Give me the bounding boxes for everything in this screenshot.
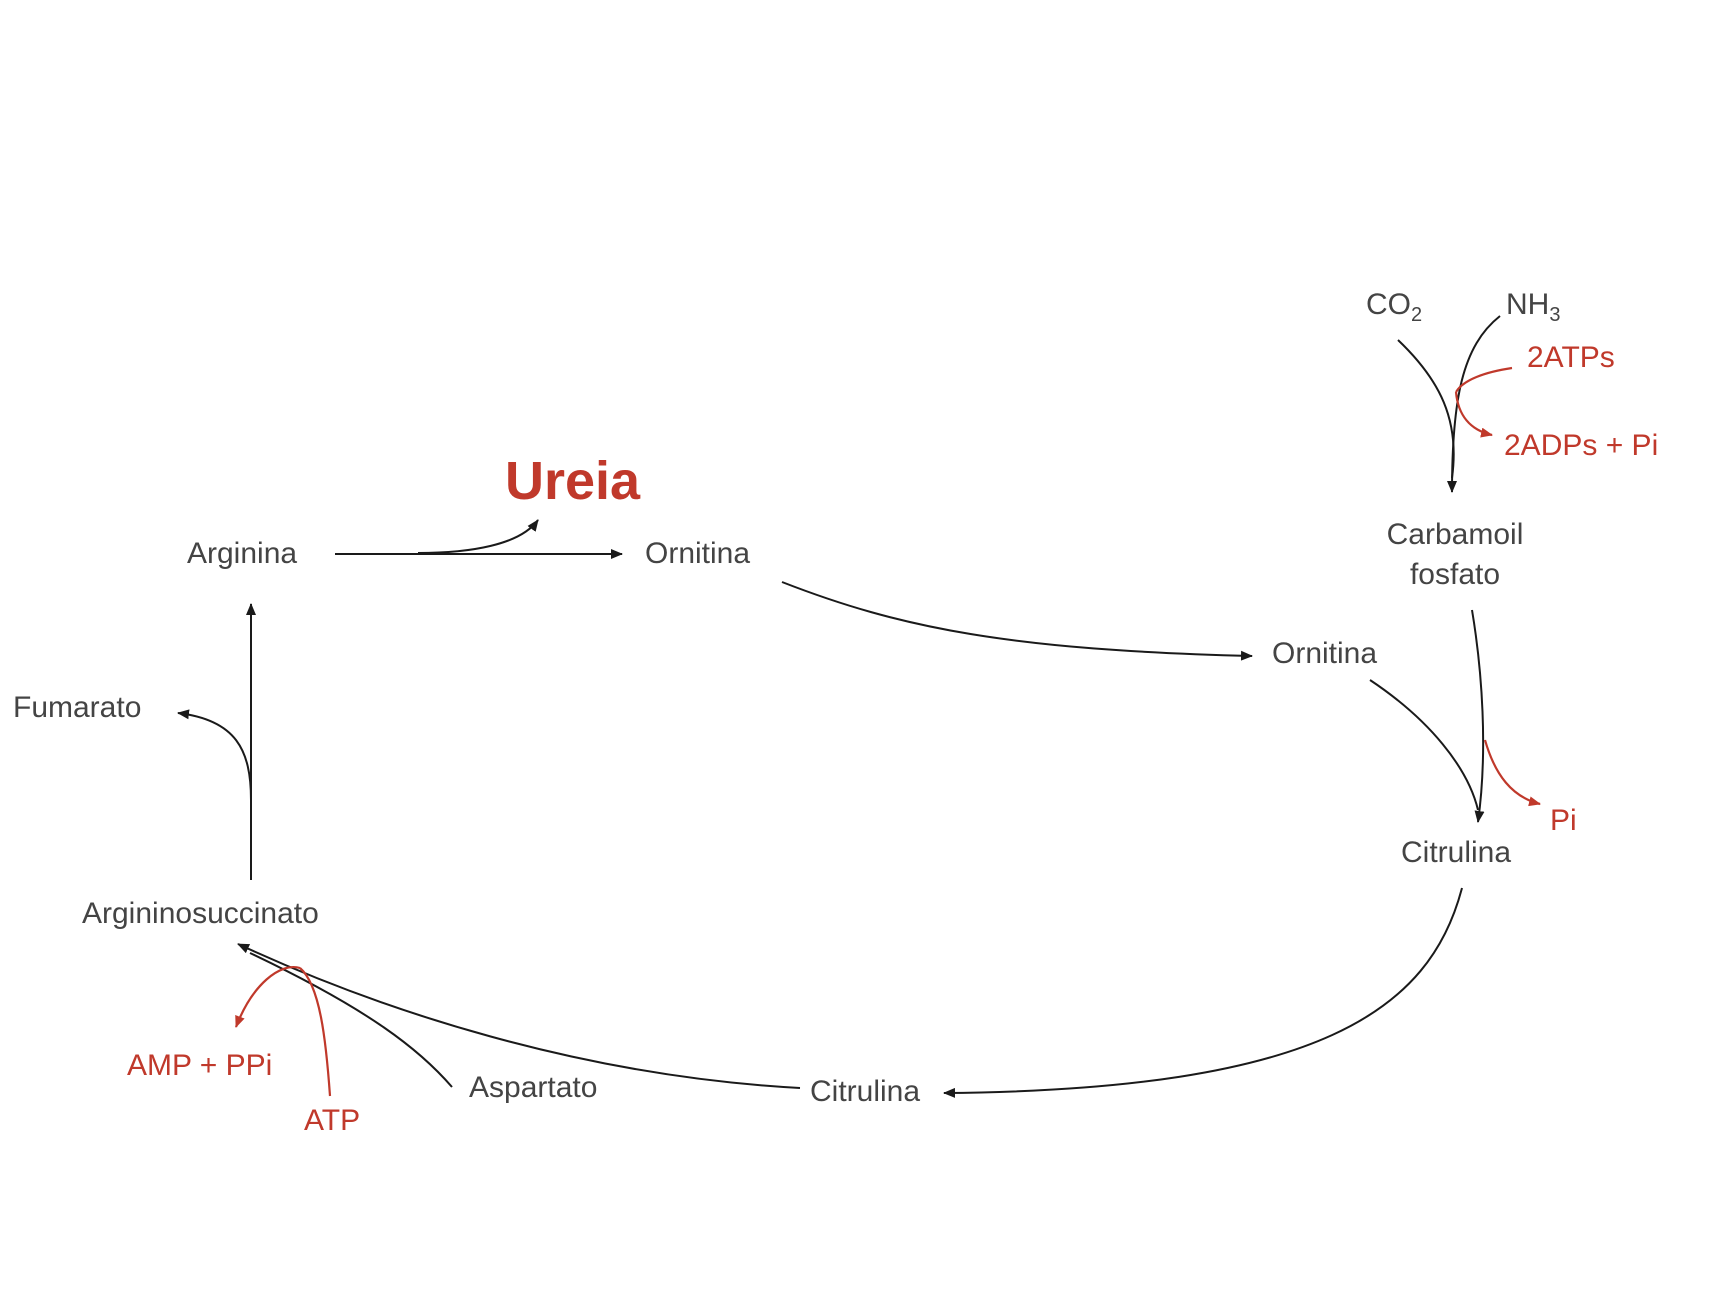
nh3-label: NH3	[1506, 288, 1560, 326]
argininosuccinato-label: Argininosuccinato	[82, 897, 319, 930]
citrulina-mito-label: Citrulina	[1401, 836, 1511, 869]
citrulina-to-argininosuccinato-arrow	[238, 944, 800, 1088]
amp-ppi-output-arrow	[236, 967, 300, 1027]
ureia-title: Ureia	[505, 451, 641, 511]
co2-subscript: 2	[1411, 304, 1422, 326]
co2-input-arrow	[1398, 340, 1454, 478]
carbamoil-to-citrulina-arrow	[1472, 610, 1483, 822]
ornitina-cytosol-label: Ornitina	[645, 537, 750, 570]
outer-mitochondrial-membrane	[942, 8, 1055, 1304]
ornitina-to-citrulina-arrow	[1370, 680, 1478, 810]
nh3-subscript: 3	[1549, 304, 1560, 326]
ornitina-mito-label: Ornitina	[1272, 637, 1377, 670]
aspartato-label: Aspartato	[469, 1071, 597, 1104]
2adps-output-arrow	[1456, 392, 1492, 435]
mitochondrial-membrane-edge-top	[1418, 4, 1538, 12]
pi-label: Pi	[1550, 804, 1577, 837]
ornitina-transport-arrow	[782, 582, 1252, 656]
co2-label: CO2	[1366, 288, 1422, 326]
amp-ppi-label: AMP + PPi	[127, 1049, 272, 1082]
arginina-label: Arginina	[187, 537, 297, 570]
urea-release-arrow	[418, 520, 538, 553]
atp-input-arrow	[300, 968, 330, 1096]
fumarato-label: Fumarato	[13, 691, 141, 724]
aspartato-joining-arrow	[250, 953, 452, 1087]
nh3-main: NH	[1506, 288, 1549, 321]
carbamoil-label-line2: fosfato	[1410, 558, 1500, 591]
mitochondrial-membrane-edge-right	[1652, 1212, 1708, 1304]
co2-main: CO	[1366, 288, 1411, 321]
carbamoil-label-line1: Carbamoil	[1387, 518, 1524, 551]
2atps-label: 2ATPs	[1527, 341, 1615, 374]
pi-release-arrow	[1485, 740, 1540, 804]
2adps-pi-label: 2ADPs + Pi	[1504, 429, 1658, 462]
atp-label: ATP	[304, 1104, 360, 1137]
citrulina-cytosol-label: Citrulina	[810, 1075, 920, 1108]
citrulina-export-arrow	[944, 888, 1462, 1093]
fumarato-release-arrow	[178, 713, 251, 800]
